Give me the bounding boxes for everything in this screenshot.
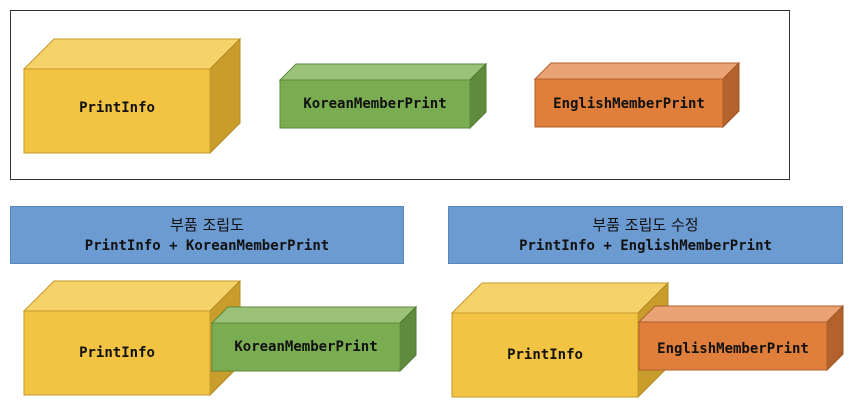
modified-printinfo-box [450,281,670,399]
printinfo-box [22,37,242,155]
assembly-title: 부품 조립도 [170,216,244,234]
modified-english-label: EnglishMemberPrint [657,341,809,357]
modified-english-box [637,304,845,372]
assembly-modified-banner: 부품 조립도 수정 PrintInfo + EnglishMemberPrint [448,206,843,264]
korean-box [278,62,488,130]
modified-printinfo-label: PrintInfo [507,347,583,363]
english-label: EnglishMemberPrint [553,96,705,112]
assembly-modified-title: 부품 조립도 수정 [592,216,699,234]
printinfo-label: PrintInfo [79,100,155,116]
assembly-subtitle: PrintInfo + KoreanMemberPrint [84,238,330,254]
top-frame [10,10,790,180]
assembly-korean-box [210,305,418,373]
assembly-modified-subtitle: PrintInfo + EnglishMemberPrint [519,238,772,254]
korean-label: KoreanMemberPrint [303,96,447,112]
assembly-korean-label: KoreanMemberPrint [234,339,378,355]
assembly-printinfo-label: PrintInfo [79,345,155,361]
assembly-banner: 부품 조립도 PrintInfo + KoreanMemberPrint [10,206,404,264]
assembly-printinfo-box [22,279,242,397]
english-box [533,61,741,129]
